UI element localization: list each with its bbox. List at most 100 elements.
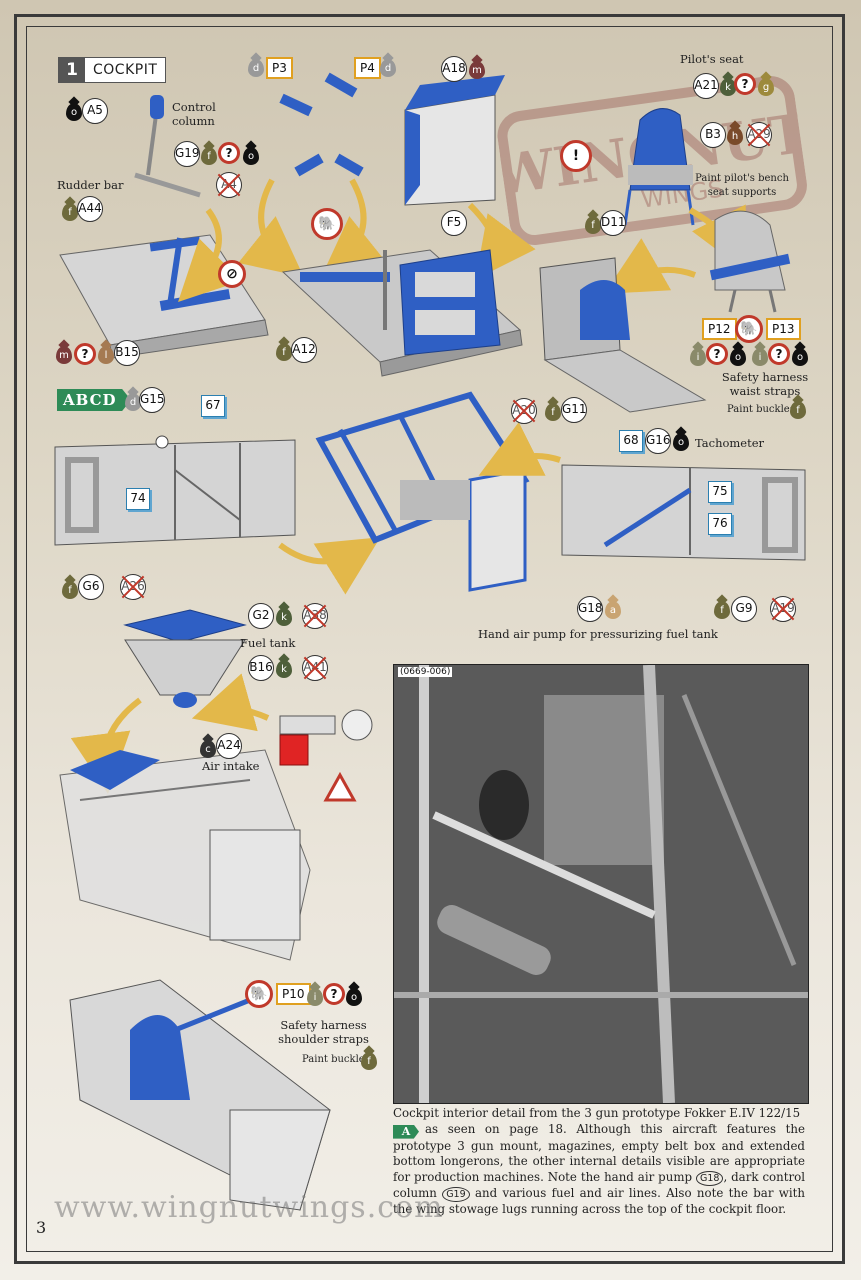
paint-drop-f: f bbox=[201, 147, 217, 165]
label-paint-buckles-1: Paint buckles bbox=[727, 404, 795, 415]
part-a38-unused: A38 bbox=[302, 603, 328, 629]
step-header: 1 COCKPIT bbox=[58, 57, 167, 83]
left-side-frame bbox=[54, 435, 296, 546]
paint-drop-k: k bbox=[276, 608, 292, 626]
paint-drop-o: o bbox=[66, 103, 82, 121]
paint-drop-f: f bbox=[545, 403, 561, 421]
blue-box-assembly bbox=[399, 249, 501, 356]
caption-text-1: Cockpit interior detail from the 3 gun p… bbox=[393, 1106, 801, 1120]
caption-text-2: as seen on page 18. Although this aircra… bbox=[393, 1121, 805, 1184]
paint-drop-h: h bbox=[727, 127, 743, 145]
part-g19: G19 bbox=[174, 141, 200, 167]
step-title: COCKPIT bbox=[93, 62, 158, 78]
callout-76: 76 bbox=[708, 513, 732, 535]
part-a24: A24 bbox=[216, 733, 242, 759]
page-number: 3 bbox=[36, 1218, 47, 1237]
part-p13: P13 bbox=[766, 318, 801, 340]
callout-68: 68 bbox=[619, 430, 643, 452]
photo-content bbox=[394, 665, 808, 1103]
part-a44: A44 bbox=[77, 196, 103, 222]
paint-drop-l: l bbox=[98, 346, 114, 364]
photo-id: (0669-006) bbox=[398, 667, 453, 677]
part-g16: G16 bbox=[645, 428, 671, 454]
part-f5: F5 bbox=[441, 210, 467, 236]
part-a20-unused: A20 bbox=[511, 398, 537, 424]
label-tachometer: Tachometer bbox=[695, 436, 765, 450]
paint-drop-f: f bbox=[790, 401, 806, 419]
part-p12: P12 bbox=[702, 318, 737, 340]
part-a12: A12 bbox=[291, 337, 317, 363]
paint-drop-f: f bbox=[714, 601, 730, 619]
part-d11: D11 bbox=[600, 210, 626, 236]
part-g9: G9 bbox=[731, 596, 757, 622]
part-a29-unused: A29 bbox=[746, 122, 772, 148]
paint-drop-g: g bbox=[758, 78, 774, 96]
paint-drop-f: f bbox=[62, 581, 78, 599]
paint-drop-o: o bbox=[243, 147, 259, 165]
part-a41-unused: A41 bbox=[302, 655, 328, 681]
cockpit-floor-part bbox=[59, 234, 269, 359]
part-a4-unused: A4 bbox=[216, 172, 242, 198]
unknown-paint-icon: ? bbox=[74, 343, 96, 365]
unknown-paint-icon: ? bbox=[218, 142, 240, 164]
part-g2: G2 bbox=[248, 603, 274, 629]
elephant-warning-icon: 🐘 bbox=[311, 208, 343, 240]
paint-drop-k: k bbox=[276, 660, 292, 678]
paint-drop-f: f bbox=[585, 216, 601, 234]
part-b15: B15 bbox=[114, 340, 140, 366]
callout-67: 67 bbox=[201, 395, 225, 417]
photo-caption: Cockpit interior detail from the 3 gun p… bbox=[393, 1106, 805, 1217]
paint-drop-o: o bbox=[792, 348, 808, 366]
part-g18: G18 bbox=[577, 596, 603, 622]
seat-with-harness bbox=[709, 210, 791, 313]
blue-fuselage-frame bbox=[315, 391, 530, 592]
part-a5: A5 bbox=[82, 98, 108, 124]
label-control-column: Control column bbox=[172, 100, 216, 128]
paint-drop-o: o bbox=[346, 988, 362, 1006]
caption-ref-g18: G18 bbox=[696, 1170, 724, 1186]
unknown-paint-icon: ? bbox=[323, 983, 345, 1005]
control-column-part bbox=[134, 95, 201, 198]
label-air-intake: Air intake bbox=[202, 759, 260, 773]
label-pilots-seat: Pilot's seat bbox=[680, 52, 744, 66]
label-safety-waist: Safety harness waist straps bbox=[721, 370, 809, 398]
reference-photo bbox=[393, 664, 809, 1104]
part-a26-unused: A26 bbox=[120, 574, 146, 600]
step-number: 1 bbox=[59, 58, 85, 82]
part-p3: P3 bbox=[266, 57, 293, 79]
option-tag-abcd: ABCD bbox=[57, 389, 131, 411]
part-g15: G15 bbox=[139, 387, 165, 413]
pilot-seat-part bbox=[623, 108, 695, 226]
paint-drop-o: o bbox=[730, 348, 746, 366]
part-p10: P10 bbox=[276, 983, 311, 1005]
paint-drop-c: c bbox=[200, 740, 216, 758]
paint-drop-a: a bbox=[605, 601, 621, 619]
paint-drop-d: d bbox=[125, 393, 141, 411]
paint-drop-f: f bbox=[361, 1052, 377, 1070]
paint-drop-i: i bbox=[690, 348, 706, 366]
ammo-box-part bbox=[404, 75, 505, 206]
part-b3: B3 bbox=[700, 122, 726, 148]
fuel-tank-part bbox=[123, 609, 247, 708]
seat-floor-assembly bbox=[539, 257, 707, 413]
elephant-warning-icon: 🐘 bbox=[735, 315, 763, 343]
unknown-paint-icon: ? bbox=[706, 343, 728, 365]
part-a19-unused: A19 bbox=[770, 596, 796, 622]
part-a21: A21 bbox=[693, 73, 719, 99]
label-hand-pump: Hand air pump for pressurizing fuel tank bbox=[478, 627, 718, 641]
paint-drop-f: f bbox=[276, 343, 292, 361]
paint-drop-m: m bbox=[469, 61, 485, 79]
harness-strap-parts bbox=[279, 72, 364, 177]
label-rudder-bar: Rudder bar bbox=[57, 178, 124, 192]
callout-74: 74 bbox=[126, 488, 150, 510]
paint-drop-i: i bbox=[307, 988, 323, 1006]
paint-drop-o: o bbox=[673, 433, 689, 451]
caption-text-4: and various fuel and air lines. Also not… bbox=[393, 1185, 805, 1216]
paint-drop-d: d bbox=[380, 59, 396, 77]
label-fuel-tank: Fuel tank bbox=[240, 636, 296, 650]
elephant-warning-icon: 🐘 bbox=[245, 980, 273, 1008]
part-p4: P4 bbox=[354, 57, 381, 79]
label-paint-buckles-2: Paint buckles bbox=[302, 1054, 370, 1065]
page-border-inner bbox=[26, 26, 833, 1252]
paint-drop-k: k bbox=[720, 78, 736, 96]
